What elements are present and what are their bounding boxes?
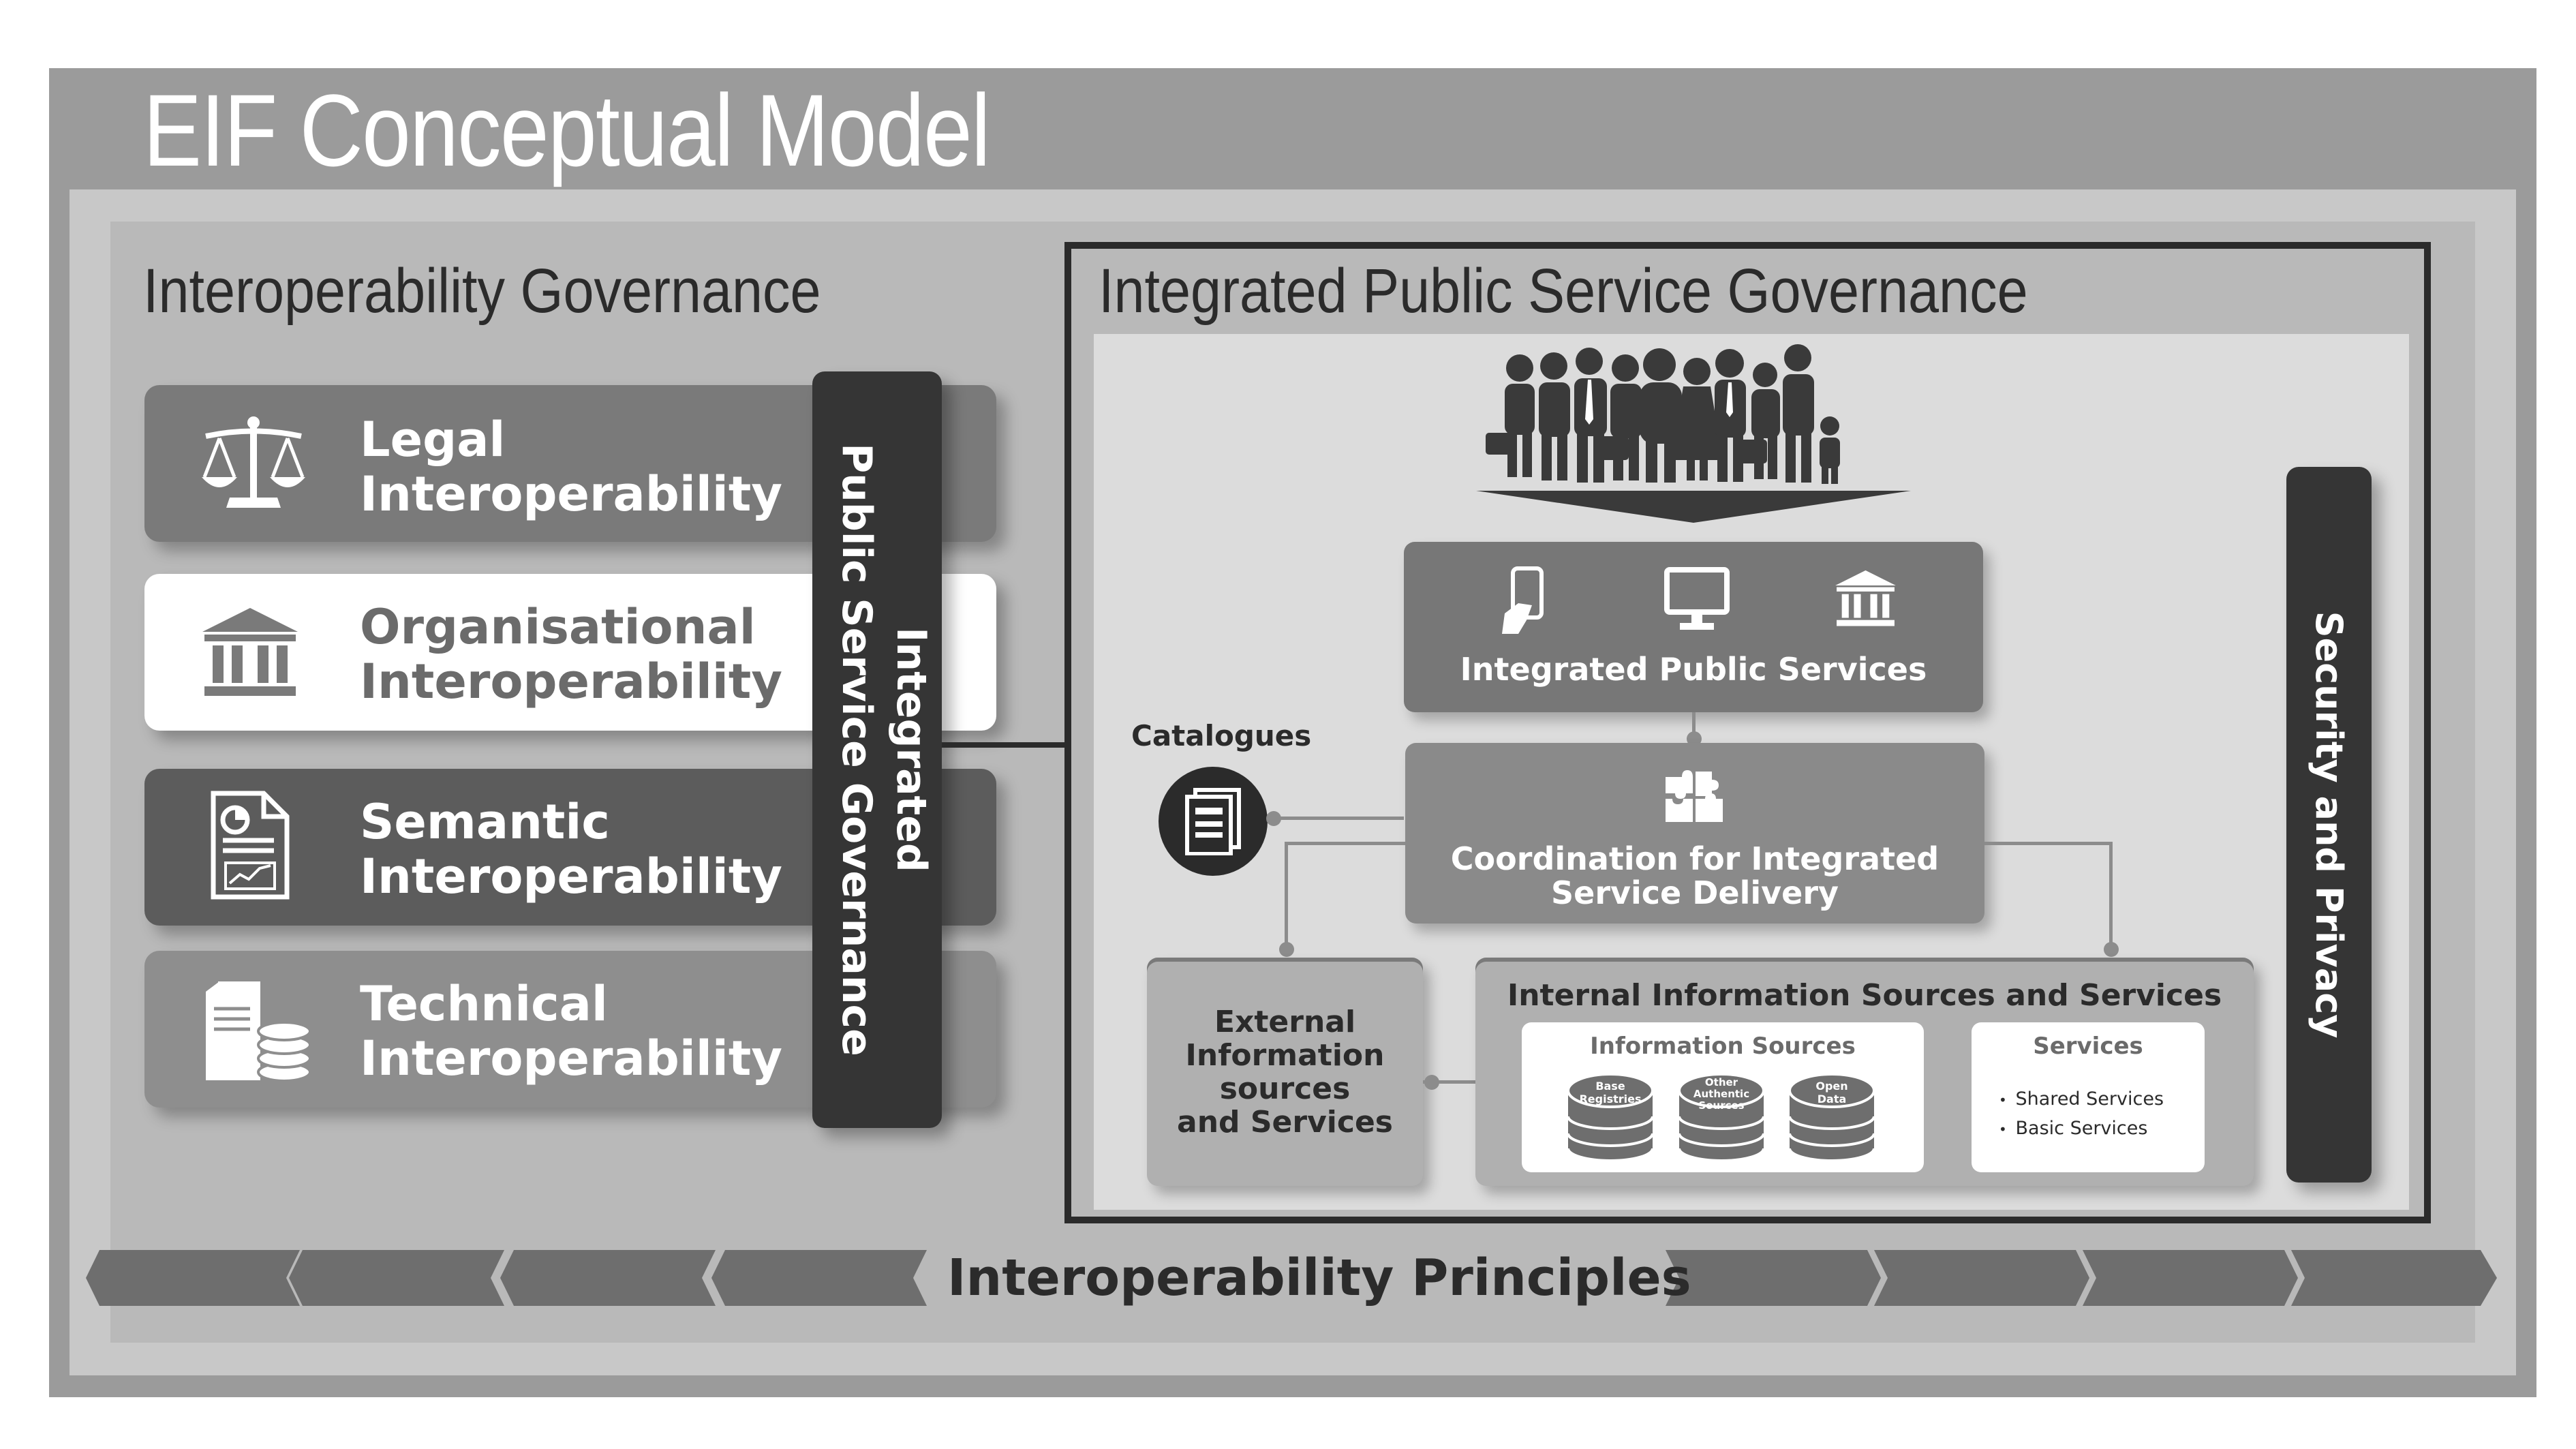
services-panel: Services • Shared Services • Basic Servi… — [1972, 1022, 2205, 1172]
internal-sources-title: Internal Information Sources and Service… — [1507, 978, 2222, 1013]
services-list: • Shared Services • Basic Services — [1999, 1085, 2164, 1144]
governance-connector — [942, 742, 1064, 748]
integrated-governance-title: Integrated Public Service Governance — [1099, 256, 2028, 326]
legal-label: Legal Interoperability — [360, 412, 782, 522]
internal-sources-box[interactable]: Internal Information Sources and Service… — [1475, 958, 2254, 1186]
database-open-data[interactable]: Open Data — [1788, 1070, 1876, 1162]
catalogues-connector — [1268, 817, 1404, 820]
people-group-icon — [1476, 344, 1911, 523]
coord-internal-v — [2109, 842, 2113, 951]
services-title: Services — [2033, 1033, 2143, 1060]
database-base-registries[interactable]: Base Registries — [1566, 1070, 1655, 1162]
catalogues-circle[interactable] — [1159, 767, 1268, 876]
semantic-label: Semantic Interoperability — [360, 794, 782, 904]
security-privacy-label: Security and Privacy — [2307, 611, 2350, 1039]
coordination-label: Coordination for Integrated Service Deli… — [1450, 840, 1939, 911]
coord-external-v — [1285, 842, 1288, 951]
interoperability-principles-label: Interoperability Principles — [947, 1249, 1691, 1307]
list-item: • Shared Services — [1999, 1088, 2164, 1110]
technical-label: Technical Interoperability — [360, 976, 782, 1086]
external-sources-label: External Information sources and Service… — [1177, 1005, 1393, 1140]
integrated-governance-bar-label: Integrated Public Service Governance — [833, 443, 935, 1056]
coord-external-dot — [1279, 942, 1294, 957]
principles-chevrons — [86, 1250, 2497, 1306]
database-icon — [1567, 1073, 1654, 1162]
catalogues-dot — [1266, 811, 1281, 826]
database-icon — [1788, 1073, 1875, 1162]
integrated-public-services-box[interactable]: Integrated Public Services — [1404, 542, 1983, 712]
ips-coordination-connector — [1692, 712, 1696, 745]
organisational-label: Organisational Interoperability — [360, 599, 782, 710]
interoperability-governance-title: Interoperability Governance — [143, 256, 821, 326]
information-sources-panel: Information Sources Base Registries — [1522, 1022, 1924, 1172]
ips-coordination-dot — [1687, 731, 1702, 746]
external-sources-box[interactable]: External Information sources and Service… — [1147, 958, 1423, 1186]
database-label: Open Data — [1815, 1080, 1848, 1105]
computer-monitor-icon — [1664, 567, 1730, 630]
information-sources-title: Information Sources — [1590, 1033, 1856, 1060]
coord-external-h — [1285, 842, 1405, 845]
coordination-box[interactable]: Coordination for Integrated Service Deli… — [1405, 743, 1984, 924]
scales-icon — [202, 416, 305, 508]
integrated-governance-bar[interactable]: Integrated Public Service Governance — [812, 371, 942, 1128]
coord-internal-dot — [2104, 942, 2119, 957]
external-internal-dot — [1424, 1075, 1439, 1090]
coord-internal-h — [1984, 842, 2113, 845]
main-title: EIF Conceptual Model — [143, 73, 991, 187]
puzzle-icon — [1666, 770, 1723, 822]
server-database-icon — [206, 981, 311, 1082]
list-item: • Basic Services — [1999, 1118, 2148, 1139]
mobile-phone-icon — [1502, 566, 1544, 634]
integrated-public-services-label: Integrated Public Services — [1460, 651, 1927, 688]
database-label: Base Registries — [1579, 1080, 1642, 1105]
database-other-authentic-sources[interactable]: Other Authentic Sources — [1677, 1070, 1766, 1162]
integrated-governance-frame — [1064, 242, 2431, 1223]
catalogue-icon — [1185, 788, 1241, 855]
document-chart-icon — [211, 791, 290, 900]
security-privacy-bar[interactable]: Security and Privacy — [2286, 467, 2372, 1183]
external-internal-connector — [1423, 1080, 1477, 1084]
database-icon — [1678, 1073, 1765, 1162]
catalogues-label: Catalogues — [1131, 719, 1312, 752]
institution-icon — [1835, 570, 1896, 626]
institution-icon — [202, 608, 298, 696]
database-label: Other Authentic Sources — [1693, 1076, 1750, 1112]
